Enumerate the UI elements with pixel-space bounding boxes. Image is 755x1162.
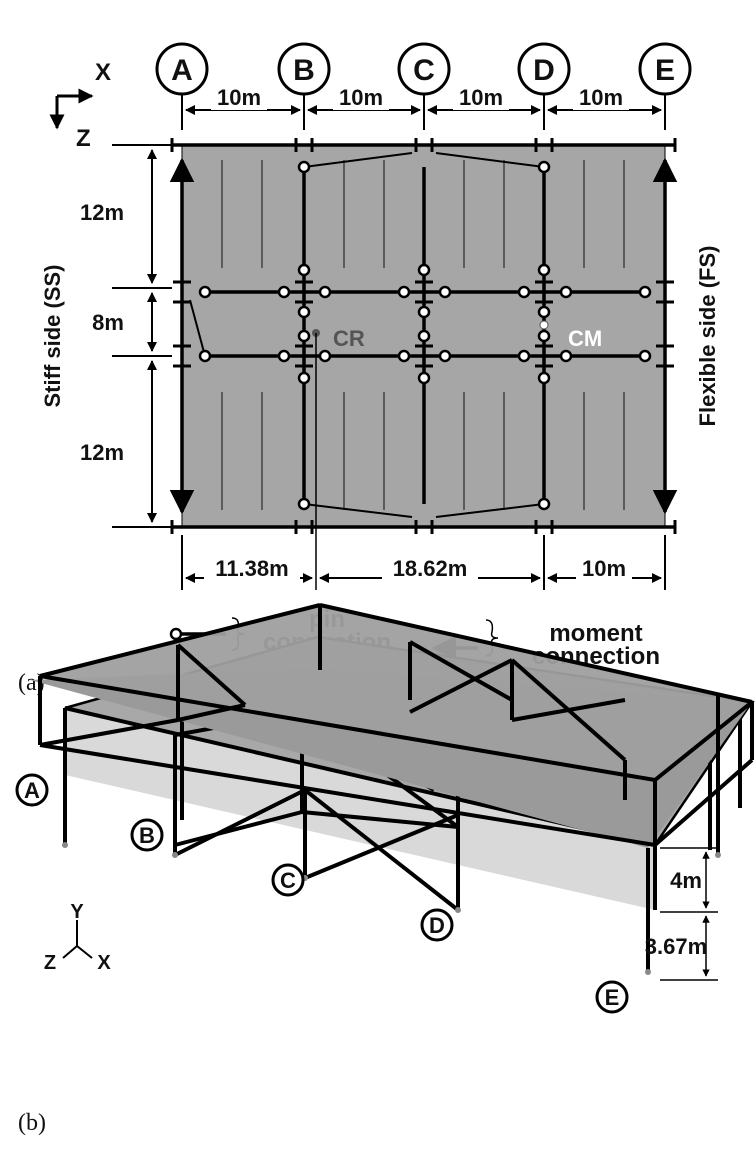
top-dimension-labels: 10m 10m 10m 10m bbox=[211, 85, 629, 110]
center-of-mass: CM bbox=[539, 320, 602, 351]
dim-de: 10m bbox=[579, 85, 623, 110]
plan-axis-x-label: X bbox=[95, 59, 111, 86]
bubble-3d-a: A bbox=[15, 773, 49, 807]
height-dimensions bbox=[660, 847, 718, 981]
lower-front-face bbox=[65, 708, 655, 910]
lower-columns bbox=[63, 745, 720, 972]
panel-a-plan: X Z A B C D E bbox=[18, 42, 720, 696]
gridline-bubble-d: D bbox=[517, 42, 571, 96]
dim-11-38m: 11.38m bbox=[215, 556, 288, 581]
left-dimension-labels: 12m 8m 12m bbox=[80, 200, 124, 465]
svg-text:D: D bbox=[429, 913, 445, 938]
svg-text:A: A bbox=[171, 54, 193, 87]
left-dimensions bbox=[112, 144, 172, 528]
bubble-3d-d: D bbox=[420, 908, 454, 942]
height-upper-label: 4m bbox=[670, 868, 702, 893]
legend-moment-line1: moment bbox=[549, 620, 642, 647]
svg-text:E: E bbox=[605, 985, 620, 1010]
bottom-dimension-labels: 11.38m 18.62m 10m bbox=[204, 556, 632, 581]
svg-text:C: C bbox=[413, 54, 435, 87]
center-of-rigidity: CR bbox=[312, 326, 365, 590]
panel-b-label: (b) bbox=[18, 1110, 46, 1136]
flexible-side-label: Flexible side (FS) bbox=[695, 246, 720, 427]
dim-bc: 10m bbox=[339, 85, 383, 110]
dim-ab: 10m bbox=[217, 85, 261, 110]
plan-braces bbox=[189, 152, 545, 518]
gridline-bubble-b: B bbox=[277, 42, 331, 96]
svg-text:B: B bbox=[293, 54, 315, 87]
stiff-side-label: Stiff side (SS) bbox=[40, 264, 65, 407]
dim-12m-top: 12m bbox=[80, 200, 124, 225]
middle-floor-edges bbox=[39, 718, 754, 847]
triad-x-label: X bbox=[97, 952, 111, 974]
column-bases bbox=[62, 842, 721, 975]
panel-b-3d: 4m 3.67m A B C D E Y Z X bbox=[15, 603, 755, 1136]
lower-storey-braces bbox=[174, 788, 460, 912]
height-lower-label: 3.67m bbox=[645, 934, 707, 959]
triad-z-label: Z bbox=[44, 952, 56, 974]
gridline-bubble-e: E bbox=[638, 42, 692, 96]
plan-axis-indicator: X Z bbox=[49, 59, 111, 152]
svg-text:C: C bbox=[280, 868, 296, 893]
upper-columns bbox=[38, 605, 754, 845]
svg-text:B: B bbox=[139, 823, 155, 848]
svg-text:E: E bbox=[655, 54, 675, 87]
plan-axis-z-label: Z bbox=[76, 125, 91, 152]
dim-10m-bottom: 10m bbox=[582, 556, 626, 581]
cm-label: CM bbox=[568, 326, 602, 351]
dim-12m-bottom: 12m bbox=[80, 440, 124, 465]
bubble-3d-c: C bbox=[271, 863, 305, 897]
triad-y-label: Y bbox=[70, 901, 84, 923]
gridline-bubble-a: A bbox=[155, 42, 209, 96]
joist-lines bbox=[221, 160, 625, 510]
svg-text:D: D bbox=[533, 54, 555, 87]
top-slab-edges bbox=[39, 603, 754, 782]
axis-triad-3d: Y Z X bbox=[44, 901, 111, 974]
pin-connections bbox=[198, 160, 652, 511]
cr-label: CR bbox=[333, 326, 365, 351]
bubble-3d-b: B bbox=[130, 818, 164, 852]
svg-text:A: A bbox=[24, 778, 40, 803]
bubble-3d-e: E bbox=[595, 980, 629, 1014]
dim-8m: 8m bbox=[92, 310, 124, 335]
dim-18-62m: 18.62m bbox=[393, 556, 468, 581]
dim-cd: 10m bbox=[459, 85, 503, 110]
gridline-bubble-c: C bbox=[397, 42, 451, 96]
